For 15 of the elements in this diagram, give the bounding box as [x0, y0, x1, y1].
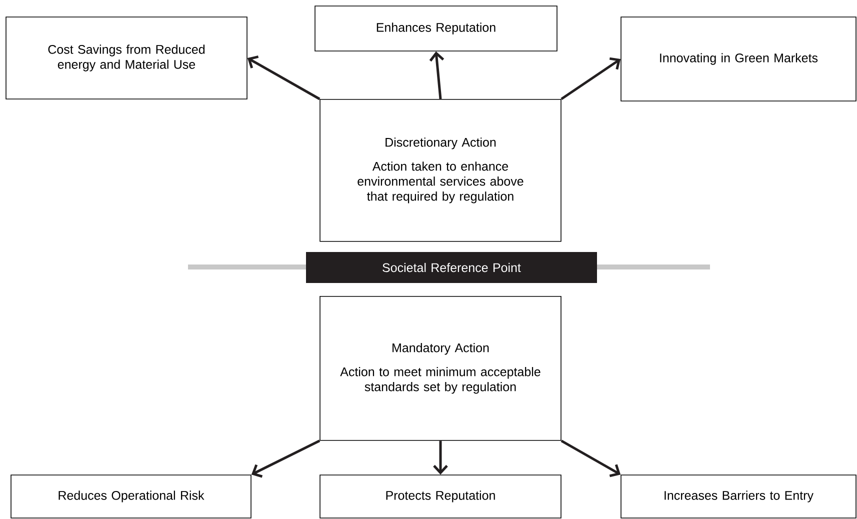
arrow	[247, 56, 320, 100]
arrow	[560, 57, 621, 100]
text-box: Innovating in Green Markets	[620, 16, 856, 102]
action-box: Mandatory Action Action to meet minimum acceptable standards set by regulation	[320, 296, 562, 441]
action-box: Discretionary Action Action taken to enhance environmental services above that required by regulation	[320, 99, 562, 242]
text-box: Enhances Reputation	[314, 6, 558, 52]
arrow	[560, 440, 621, 478]
text-box: Reduces Operational Risk	[10, 474, 252, 518]
text-box: Increases Barriers to Entry	[620, 474, 856, 518]
text-box: Protects Reputation	[320, 474, 562, 518]
arrow	[251, 440, 320, 478]
arrow	[433, 440, 448, 475]
arrow	[429, 51, 444, 100]
text-box: Cost Savings from Reduced energy and Material Use	[6, 16, 248, 100]
reference-band: Societal Reference Point	[306, 252, 597, 283]
